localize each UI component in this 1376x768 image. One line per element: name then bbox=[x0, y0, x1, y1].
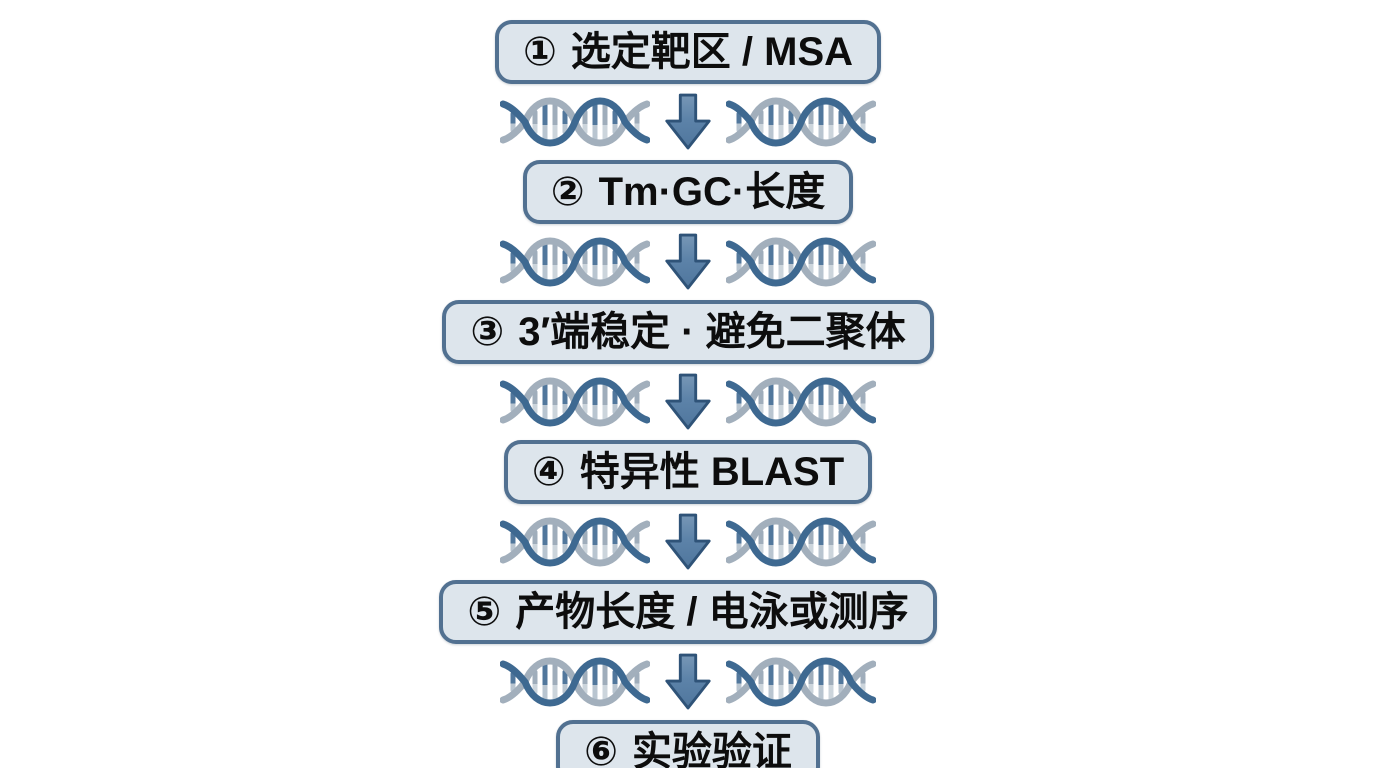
step-box-3: ③ 3′端稳定 · 避免二聚体 bbox=[442, 300, 934, 364]
step-number: ④ bbox=[531, 450, 566, 494]
dna-helix-icon bbox=[500, 376, 650, 428]
step-label: 特异性 BLAST bbox=[579, 450, 845, 494]
down-arrow-icon bbox=[662, 511, 714, 573]
step-box-6: ⑥ 实验验证 bbox=[556, 720, 820, 768]
down-arrow-icon bbox=[662, 91, 714, 153]
dna-helix-icon bbox=[500, 516, 650, 568]
step-number: ③ bbox=[470, 310, 505, 354]
dna-helix-icon bbox=[500, 96, 650, 148]
step-number: ⑥ bbox=[584, 730, 618, 768]
dna-helix-icon bbox=[726, 516, 876, 568]
dna-helix-icon bbox=[500, 656, 650, 708]
step-label: 实验验证 bbox=[631, 730, 792, 768]
step-box-5: ⑤ 产物长度 / 电泳或测序 bbox=[439, 580, 937, 644]
connector bbox=[500, 234, 876, 290]
step-label: 产物长度 / 电泳或测序 bbox=[515, 590, 909, 634]
down-arrow-icon bbox=[662, 651, 714, 713]
dna-helix-icon bbox=[500, 236, 650, 288]
down-arrow-icon bbox=[662, 231, 714, 293]
connector bbox=[500, 94, 876, 150]
connector bbox=[500, 514, 876, 570]
dna-helix-icon bbox=[726, 96, 876, 148]
step-number: ⑤ bbox=[467, 590, 502, 634]
step-box-1: ① 选定靶区 / MSA bbox=[494, 20, 882, 84]
dna-helix-icon bbox=[726, 376, 876, 428]
step-label: Tm·GC·长度 bbox=[598, 170, 826, 214]
step-label: 选定靶区 / MSA bbox=[570, 30, 854, 74]
connector bbox=[500, 654, 876, 710]
step-box-2: ② Tm·GC·长度 bbox=[522, 160, 854, 224]
step-number: ② bbox=[550, 170, 585, 214]
step-number: ① bbox=[522, 30, 557, 74]
dna-helix-icon bbox=[726, 236, 876, 288]
dna-helix-icon bbox=[726, 656, 876, 708]
connector bbox=[500, 374, 876, 430]
step-label: 3′端稳定 · 避免二聚体 bbox=[518, 310, 906, 354]
down-arrow-icon bbox=[662, 371, 714, 433]
step-box-4: ④ 特异性 BLAST bbox=[503, 440, 873, 504]
